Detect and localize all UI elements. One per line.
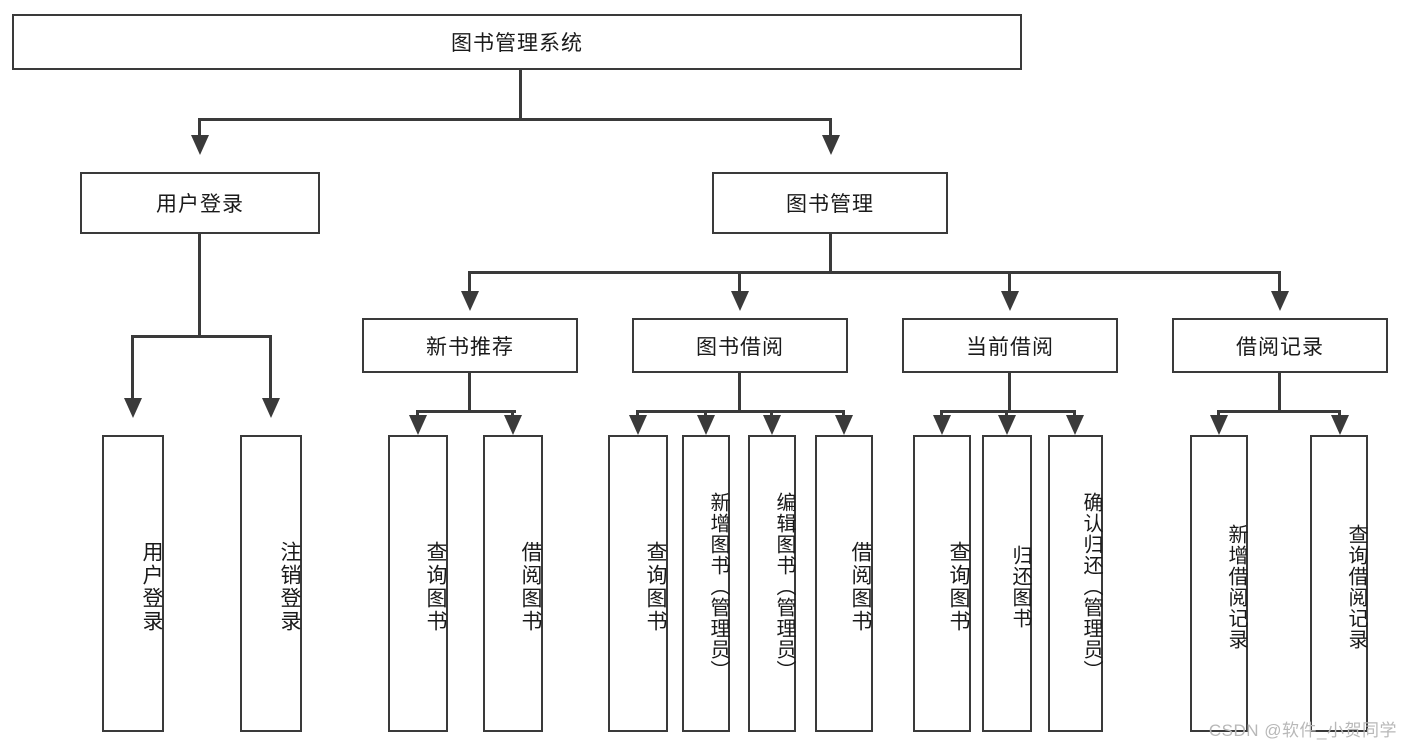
connector-current-stem bbox=[1008, 373, 1011, 410]
leaf-query-book-recommend[interactable]: 查询图书 bbox=[388, 435, 448, 732]
arrow-login-to-leaf2 bbox=[262, 398, 280, 418]
arrow-borrow-to-add bbox=[697, 415, 715, 435]
connector-root-to-login bbox=[198, 118, 201, 138]
connector-records-stem bbox=[1278, 373, 1281, 410]
connector-bookmgmt-stem bbox=[829, 234, 832, 271]
node-label: 新书推荐 bbox=[426, 335, 514, 359]
connector-bookmgmt-to-new bbox=[468, 271, 471, 293]
leaf-edit-book-admin[interactable]: 编辑图书（管理员） bbox=[748, 435, 796, 732]
arrow-recommend-to-query bbox=[409, 415, 427, 435]
node-label: 查询图书 bbox=[644, 540, 667, 633]
node-label: 注销登录 bbox=[278, 540, 301, 633]
connector-login-stem bbox=[198, 234, 201, 335]
arrow-records-to-query bbox=[1331, 415, 1349, 435]
node-book-management[interactable]: 图书管理 bbox=[712, 172, 948, 234]
connector-login-to-leaf2 bbox=[269, 335, 272, 400]
node-user-login[interactable]: 用户登录 bbox=[80, 172, 320, 234]
connector-bookmgmt-to-borrow bbox=[738, 271, 741, 293]
node-borrow-records[interactable]: 借阅记录 bbox=[1172, 318, 1388, 373]
leaf-lend-book[interactable]: 借阅图书 bbox=[815, 435, 873, 732]
arrow-current-to-return bbox=[998, 415, 1016, 435]
arrow-records-to-add bbox=[1210, 415, 1228, 435]
node-label: 借阅图书 bbox=[849, 540, 872, 633]
node-label: 查询图书 bbox=[424, 540, 447, 633]
leaf-add-borrow-record[interactable]: 新增借阅记录 bbox=[1190, 435, 1248, 732]
connector-current-bar bbox=[940, 410, 1076, 413]
leaf-query-borrow-record[interactable]: 查询借阅记录 bbox=[1310, 435, 1368, 732]
arrow-borrow-to-edit bbox=[763, 415, 781, 435]
leaf-add-book-admin[interactable]: 新增图书（管理员） bbox=[682, 435, 730, 732]
arrow-bookmgmt-to-new bbox=[461, 291, 479, 311]
connector-bookmgmt-bar bbox=[468, 271, 1280, 274]
arrow-current-to-query bbox=[933, 415, 951, 435]
node-label: 图书管理 bbox=[786, 193, 874, 216]
leaf-return-book[interactable]: 归还图书 bbox=[982, 435, 1032, 732]
connector-root-stem bbox=[519, 70, 522, 118]
connector-recommend-bar bbox=[416, 410, 516, 413]
arrow-bookmgmt-to-current bbox=[1001, 291, 1019, 311]
node-label: 编辑图书（管理员） bbox=[773, 492, 795, 681]
arrow-bookmgmt-to-records bbox=[1271, 291, 1289, 311]
connector-borrow-bar bbox=[636, 410, 844, 413]
node-label: 图书管理系统 bbox=[451, 32, 583, 55]
leaf-logout[interactable]: 注销登录 bbox=[240, 435, 302, 732]
node-label: 新增借阅记录 bbox=[1225, 523, 1247, 650]
connector-records-bar bbox=[1217, 410, 1341, 413]
connector-root-to-bookmgmt bbox=[829, 118, 832, 138]
connector-root-bar bbox=[198, 118, 832, 121]
arrow-bookmgmt-to-borrow bbox=[731, 291, 749, 311]
node-label: 借阅记录 bbox=[1236, 335, 1324, 359]
node-label: 确认归还（管理员） bbox=[1080, 492, 1102, 681]
arrow-borrow-to-query bbox=[629, 415, 647, 435]
node-label: 图书借阅 bbox=[696, 335, 784, 359]
node-label: 当前借阅 bbox=[966, 335, 1054, 359]
connector-bookmgmt-to-current bbox=[1008, 271, 1011, 293]
arrow-current-to-confirm bbox=[1066, 415, 1084, 435]
arrow-borrow-to-lend bbox=[835, 415, 853, 435]
node-label: 查询图书 bbox=[947, 540, 970, 633]
leaf-query-book-current[interactable]: 查询图书 bbox=[913, 435, 971, 732]
leaf-query-book-borrow[interactable]: 查询图书 bbox=[608, 435, 668, 732]
connector-login-to-leaf1 bbox=[131, 335, 134, 400]
arrow-login-to-leaf1 bbox=[124, 398, 142, 418]
arrow-recommend-to-borrow bbox=[504, 415, 522, 435]
node-label: 归还图书 bbox=[1009, 544, 1031, 629]
node-root-system[interactable]: 图书管理系统 bbox=[12, 14, 1022, 70]
node-label: 查询借阅记录 bbox=[1345, 523, 1367, 650]
node-current-borrow[interactable]: 当前借阅 bbox=[902, 318, 1118, 373]
leaf-borrow-book-recommend[interactable]: 借阅图书 bbox=[483, 435, 543, 732]
arrow-root-to-bookmgmt bbox=[822, 135, 840, 155]
leaf-user-login[interactable]: 用户登录 bbox=[102, 435, 164, 732]
connector-borrow-stem bbox=[738, 373, 741, 410]
node-book-borrow[interactable]: 图书借阅 bbox=[632, 318, 848, 373]
node-label: 用户登录 bbox=[156, 193, 244, 216]
node-label: 借阅图书 bbox=[519, 540, 542, 633]
arrow-root-to-login bbox=[191, 135, 209, 155]
leaf-confirm-return-admin[interactable]: 确认归还（管理员） bbox=[1048, 435, 1103, 732]
connector-bookmgmt-to-records bbox=[1278, 271, 1281, 293]
connector-recommend-stem bbox=[468, 373, 471, 410]
node-label: 新增图书（管理员） bbox=[707, 492, 729, 681]
connector-login-bar bbox=[131, 335, 271, 338]
node-new-book-recommend[interactable]: 新书推荐 bbox=[362, 318, 578, 373]
node-label: 用户登录 bbox=[140, 540, 163, 633]
